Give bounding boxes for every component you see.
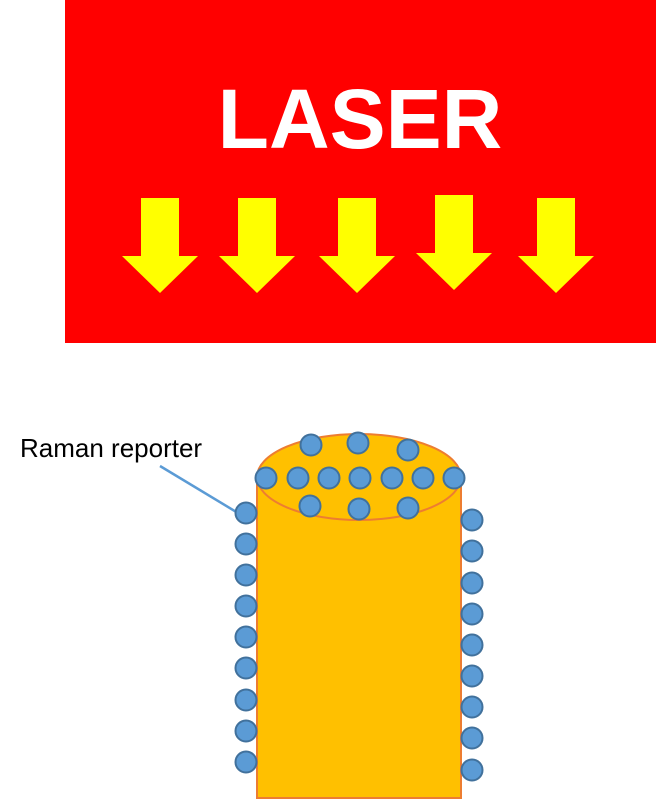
raman-reporter-dot <box>460 695 484 719</box>
raman-reporter-label: Raman reporter <box>20 433 202 463</box>
raman-reporter-dot <box>460 539 484 563</box>
raman-reporter-dot <box>234 625 258 649</box>
raman-reporter-dot <box>346 431 370 455</box>
raman-reporter-dot <box>460 726 484 750</box>
raman-reporter-dot <box>286 466 310 490</box>
raman-reporter-dot <box>460 508 484 532</box>
raman-reporter-dot <box>234 501 258 525</box>
raman-reporter-dot <box>347 497 371 521</box>
laser-panel <box>65 0 656 343</box>
raman-reporter-dot <box>317 466 341 490</box>
raman-reporter-dot <box>234 750 258 774</box>
laser-label: LASER <box>218 72 503 166</box>
raman-reporter-dot <box>234 719 258 743</box>
down-arrow-icon <box>518 198 594 293</box>
raman-reporter-dot <box>234 563 258 587</box>
raman-reporter-dot <box>460 571 484 595</box>
raman-reporter-dot <box>380 466 404 490</box>
raman-reporter-dot <box>234 656 258 680</box>
raman-reporter-dot <box>411 466 435 490</box>
raman-reporter-dot <box>234 594 258 618</box>
down-arrow-icon <box>319 198 395 293</box>
raman-reporter-dot <box>460 602 484 626</box>
raman-reporter-dot <box>234 688 258 712</box>
raman-reporter-dot <box>299 433 323 457</box>
raman-reporter-dot <box>254 466 278 490</box>
raman-reporter-dot <box>442 466 466 490</box>
raman-reporter-dot <box>460 664 484 688</box>
raman-reporter-dot <box>348 466 372 490</box>
raman-reporters <box>234 431 484 782</box>
raman-reporter-dot <box>396 438 420 462</box>
down-arrow-icon <box>416 195 492 290</box>
raman-reporter-dot <box>460 633 484 657</box>
raman-reporter-dot <box>234 532 258 556</box>
leader-line <box>159 464 239 515</box>
laser-arrows <box>122 195 594 293</box>
rod-body <box>256 476 462 799</box>
raman-reporter-dot <box>298 494 322 518</box>
down-arrow-icon <box>219 198 295 293</box>
raman-reporter-dot <box>460 758 484 782</box>
down-arrow-icon <box>122 198 198 293</box>
raman-reporter-dot <box>396 496 420 520</box>
